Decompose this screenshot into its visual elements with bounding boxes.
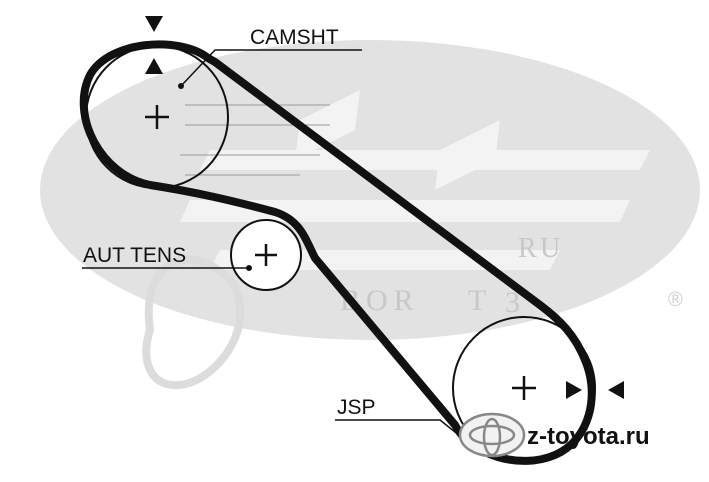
svg-text:3: 3 bbox=[505, 286, 520, 319]
svg-text:T: T bbox=[468, 284, 486, 317]
crankshaft-timing-marks bbox=[566, 381, 624, 399]
gates-watermark: R U BOR T 3 ® bbox=[40, 40, 700, 390]
toyota-logo bbox=[458, 412, 526, 458]
timing-belt bbox=[79, 40, 596, 465]
crankshaft-pulley bbox=[452, 316, 596, 460]
camshaft-pulley bbox=[85, 45, 229, 189]
camshaft-label: CAMSHT bbox=[250, 26, 339, 49]
crankshaft-label: JSP bbox=[337, 396, 376, 419]
timing-mark-down-icon bbox=[145, 16, 163, 32]
camshaft-timing-marks bbox=[145, 16, 163, 74]
svg-text:U: U bbox=[540, 233, 560, 264]
auto-tensioner-pulley bbox=[230, 219, 302, 291]
svg-text:R: R bbox=[518, 233, 537, 264]
site-url: z-toyota.ru bbox=[527, 423, 650, 450]
timing-mark-up-icon bbox=[145, 58, 163, 74]
timing-mark-right-icon bbox=[566, 381, 582, 399]
timing-mark-left-icon bbox=[608, 381, 624, 399]
tensioner-label: AUT TENS bbox=[83, 244, 186, 267]
registered-mark: ® bbox=[668, 289, 683, 311]
leader-lines bbox=[82, 49, 461, 437]
